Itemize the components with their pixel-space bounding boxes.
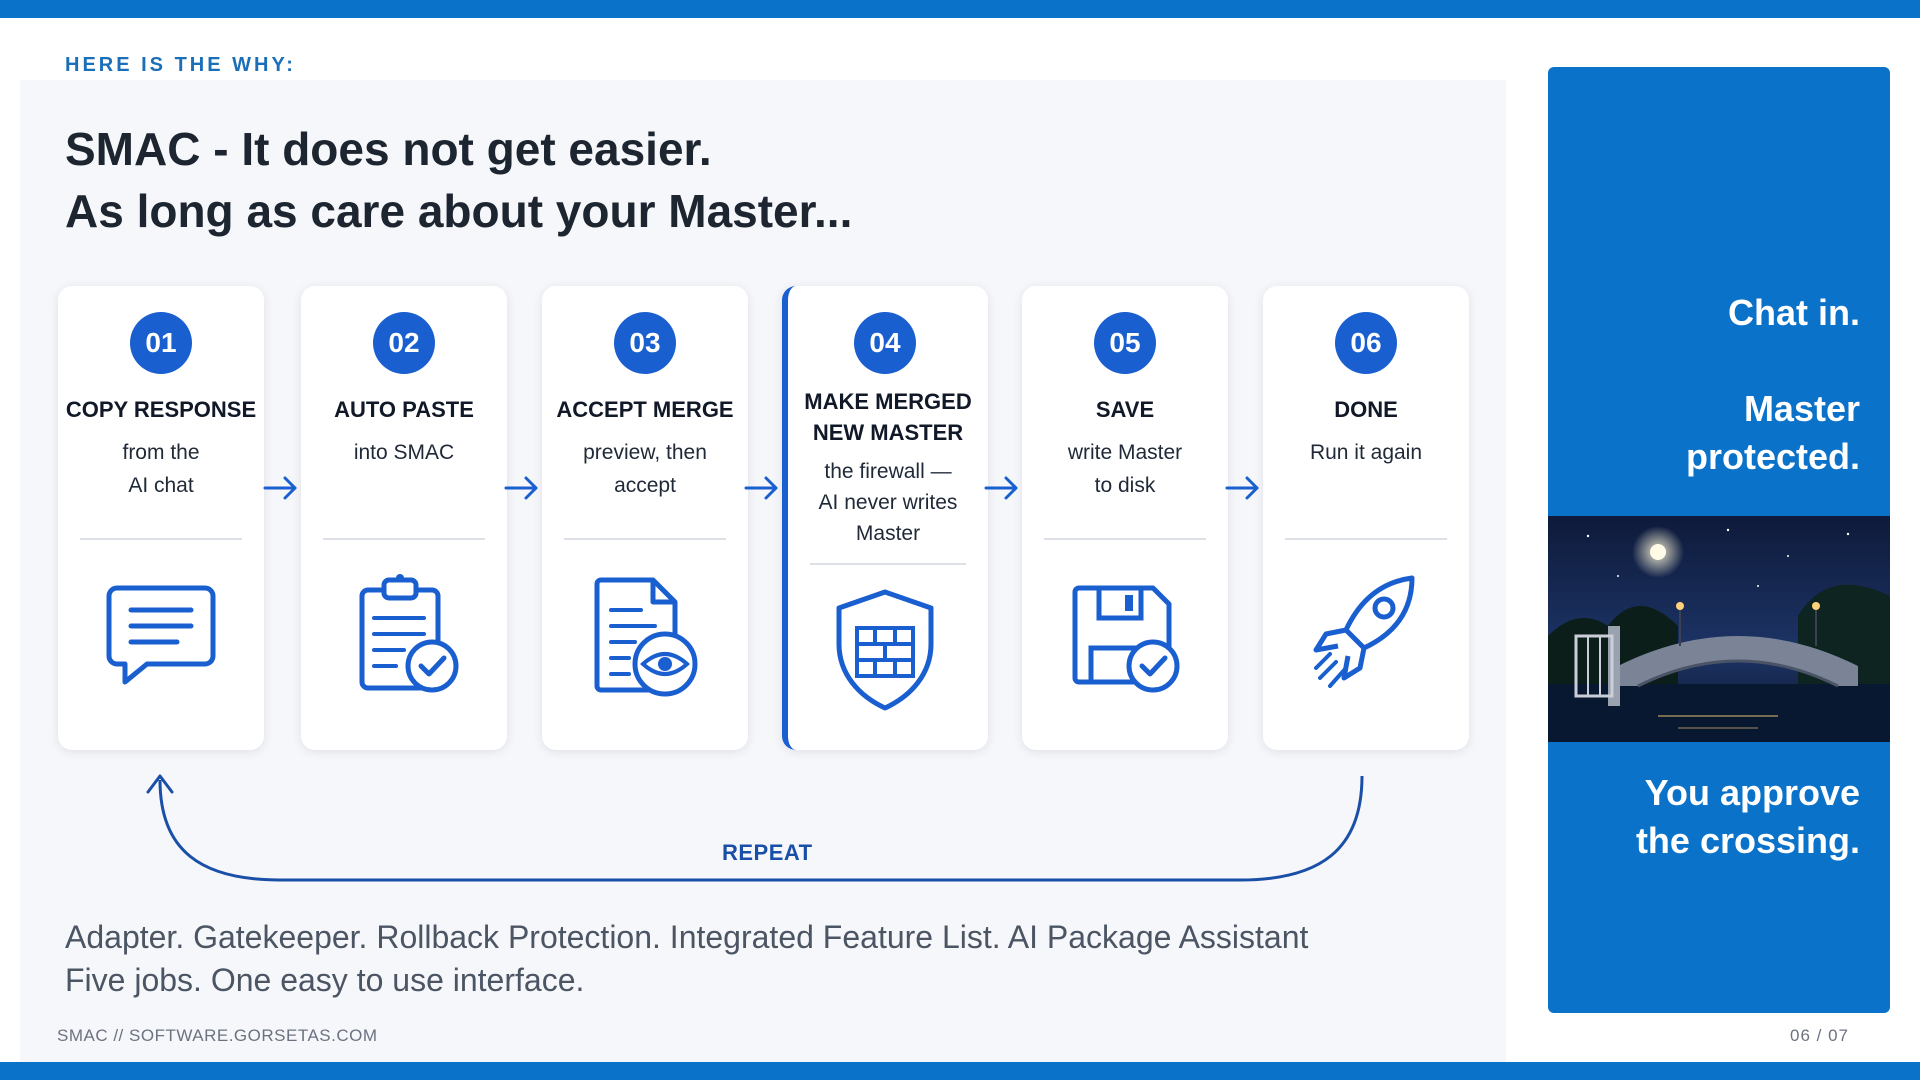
summary-line-2: Five jobs. One easy to use interface. xyxy=(65,962,585,998)
clipboard-check-icon xyxy=(359,574,459,693)
top-accent-bar xyxy=(0,0,1920,18)
step-title: DONE xyxy=(1334,397,1398,422)
arrow-right-icon xyxy=(1225,476,1259,500)
side-bottom-text: You approve the crossing. xyxy=(1635,772,1860,861)
step-divider xyxy=(80,538,242,540)
slide-title: SMAC - It does not get easier. As long a… xyxy=(65,118,852,242)
footer-brand: SMAC // SOFTWARE.GORSETAS.COM xyxy=(57,1026,378,1045)
step-divider xyxy=(1044,538,1206,540)
step-card-02: 02 AUTO PASTE into SMAC xyxy=(301,286,507,750)
step-description: into SMAC xyxy=(353,441,455,464)
bottom-accent-bar xyxy=(0,1062,1920,1080)
step-description: preview, then accept xyxy=(583,441,707,497)
step-description: the firewall — AI never writes Master xyxy=(818,460,958,545)
summary-line-1: Adapter. Gatekeeper. Rollback Protection… xyxy=(65,919,1309,955)
arrow-right-icon xyxy=(263,476,297,500)
shield-firewall-icon xyxy=(836,589,934,711)
step-card-01: 01 COPY RESPONSE from the AI chat xyxy=(58,286,264,750)
step-number-badge: 02 xyxy=(373,312,435,374)
repeat-label: REPEAT xyxy=(722,840,813,865)
floppy-check-icon xyxy=(1072,585,1180,693)
step-description: write Master to disk xyxy=(1067,441,1183,497)
step-number-badge: 06 xyxy=(1335,312,1397,374)
step-card-04: 04 MAKE MERGED NEW MASTER the firewall —… xyxy=(782,286,988,750)
side-top-text: Chat in. Master protected. xyxy=(1685,292,1860,477)
step-divider xyxy=(1285,538,1447,540)
step-divider xyxy=(323,538,485,540)
step-divider xyxy=(564,538,726,540)
slide-title-line-2: As long as care about your Master... xyxy=(65,185,853,237)
page-indicator: 06 / 07 xyxy=(1790,1026,1849,1045)
step-description: Run it again xyxy=(1309,441,1423,464)
step-title: ACCEPT MERGE xyxy=(556,397,734,422)
content-panel xyxy=(20,80,1506,1062)
arrow-right-icon xyxy=(504,476,538,500)
step-title: SAVE xyxy=(1095,397,1155,422)
document-eye-icon xyxy=(594,577,698,697)
step-title: AUTO PASTE xyxy=(334,397,474,422)
step-number-badge: 01 xyxy=(130,312,192,374)
step-card-03: 03 ACCEPT MERGE preview, then accept xyxy=(542,286,748,750)
step-description: from the AI chat xyxy=(122,441,200,497)
night-bridge-illustration xyxy=(1548,516,1890,742)
slide-title-line-1: SMAC - It does not get easier. xyxy=(65,123,712,175)
step-number-badge: 04 xyxy=(854,312,916,374)
step-number-badge: 05 xyxy=(1094,312,1156,374)
step-number-badge: 03 xyxy=(614,312,676,374)
repeat-loop-arrow xyxy=(146,774,1364,882)
arrow-right-icon xyxy=(744,476,778,500)
step-card-06: 06 DONE Run it again xyxy=(1263,286,1469,750)
chat-bubble-icon xyxy=(106,585,216,685)
step-title: COPY RESPONSE xyxy=(65,397,257,422)
step-card-05: 05 SAVE write Master to disk xyxy=(1022,286,1228,750)
side-panel: Chat in. Master protected. xyxy=(1548,67,1890,1013)
summary-text: Adapter. Gatekeeper. Rollback Protection… xyxy=(65,916,1308,1002)
eyebrow-label: HERE IS THE WHY: xyxy=(65,54,296,76)
rocket-icon xyxy=(1313,575,1415,688)
arrow-right-icon xyxy=(984,476,1018,500)
step-title: MAKE MERGED NEW MASTER xyxy=(804,389,972,445)
step-divider xyxy=(810,563,966,565)
